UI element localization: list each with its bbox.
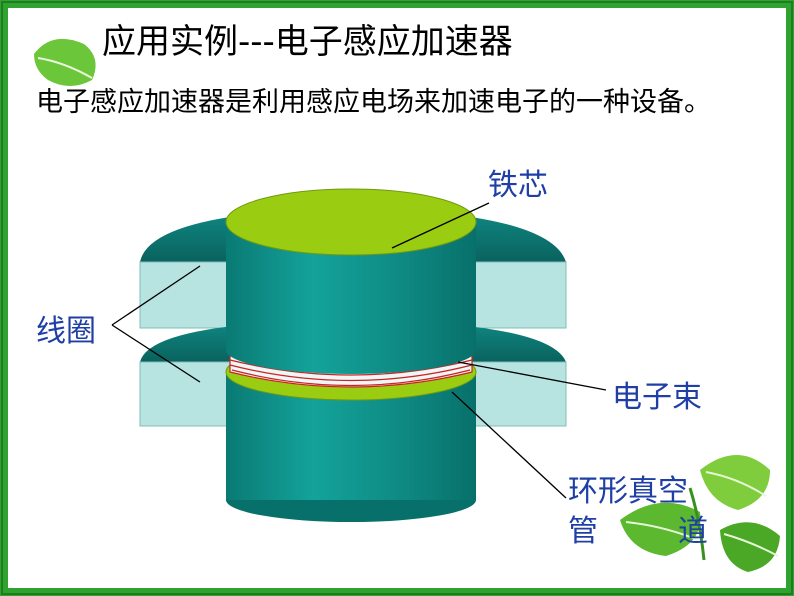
leader-vacuum-tube — [451, 391, 567, 499]
label-vacuum-tube-line1: 环形真空 — [568, 474, 688, 509]
intro-text: 电子感应加速器是利用感应电场来加速电子的一种设备。 — [36, 87, 711, 118]
page-title: 应用实例---电子感应加速器 — [102, 22, 513, 62]
leader-electron-beam — [457, 361, 607, 391]
leader-iron-core — [391, 202, 490, 249]
electron-beam-path-3 — [231, 369, 471, 387]
lower-coil-right-face — [469, 361, 567, 427]
upper-coil-left-face — [139, 261, 236, 329]
upper-core-bottom — [226, 326, 476, 374]
leader-lines — [111, 202, 607, 499]
electron-beam-path-1 — [229, 359, 473, 376]
label-vacuum-tube-line2b: 道 — [678, 514, 708, 549]
label-electron-beam: 电子束 — [612, 380, 702, 415]
label-coil: 线圈 — [36, 314, 96, 349]
leader-coil-upper — [111, 265, 201, 326]
electron-beam-path-2 — [229, 364, 473, 382]
leader-coil-lower — [111, 324, 201, 383]
lower-coil-left-face — [139, 361, 236, 427]
leaf-icon — [34, 38, 96, 86]
leaves-cluster-icon — [620, 455, 780, 572]
upper-core-top — [225, 188, 477, 256]
upper-core — [225, 188, 477, 374]
upper-coil-right-face — [469, 261, 567, 329]
label-vacuum-tube-line2a: 管 — [568, 514, 598, 549]
label-iron-core: 铁芯 — [488, 168, 548, 203]
